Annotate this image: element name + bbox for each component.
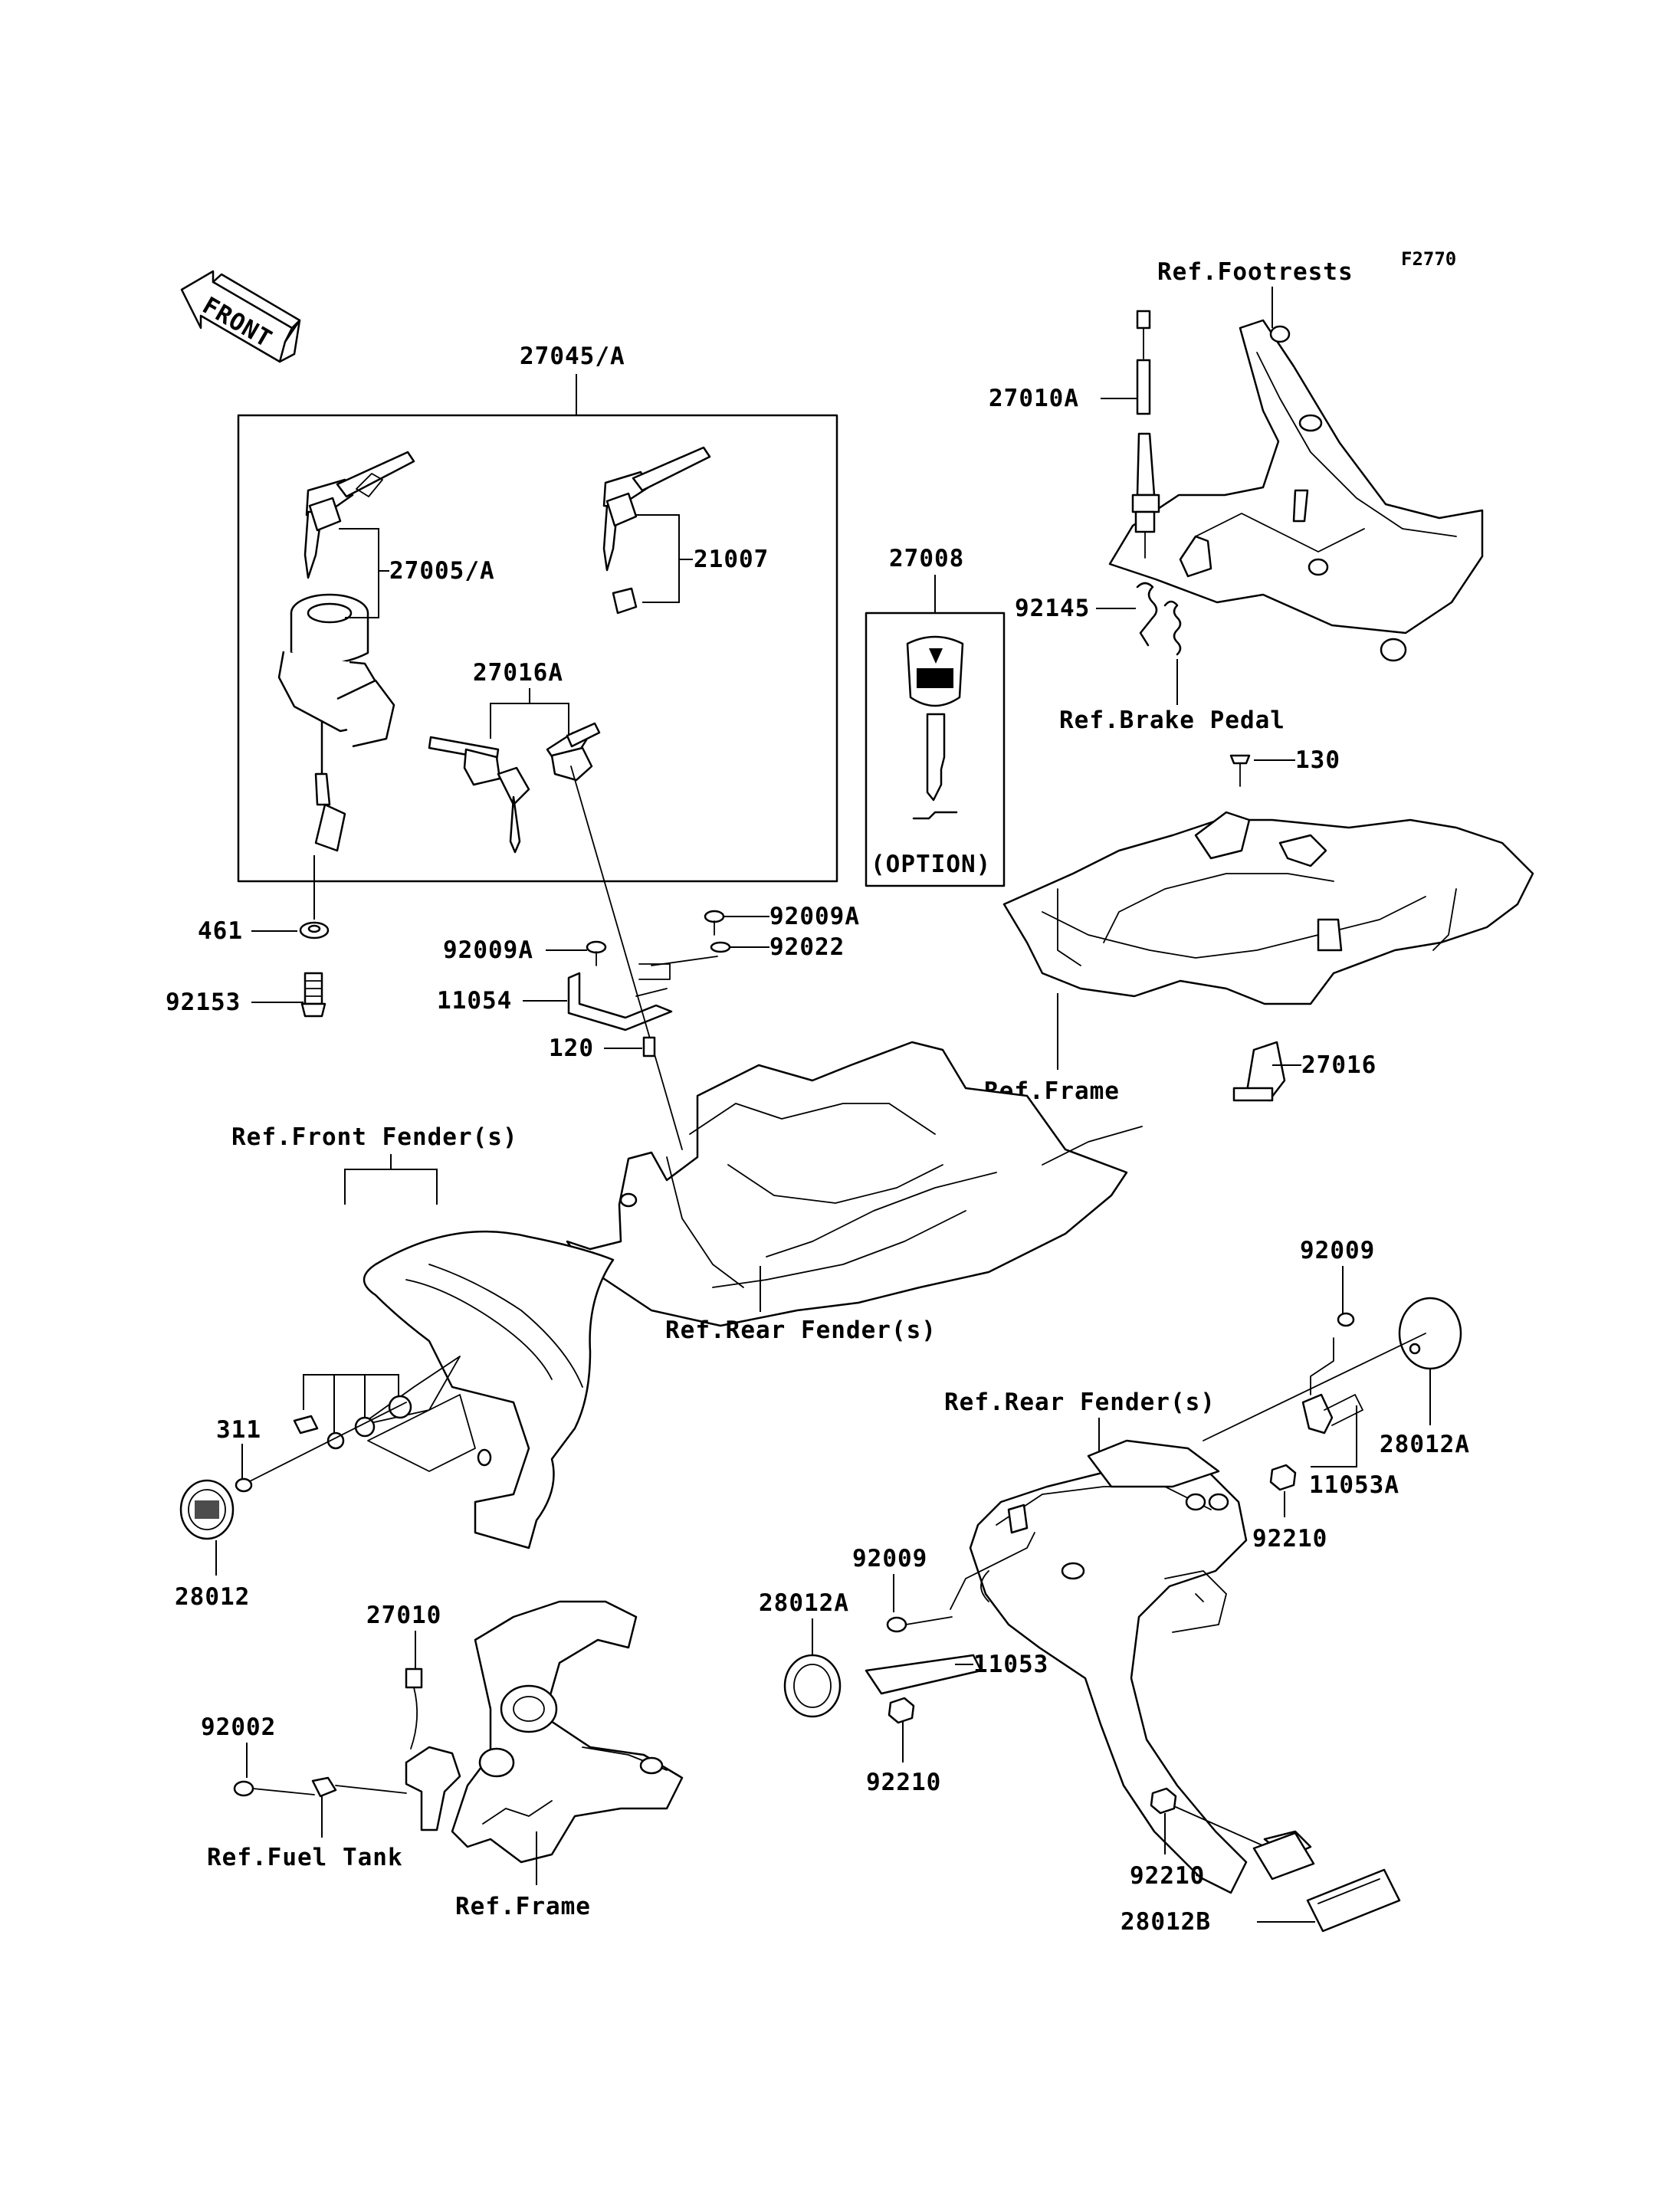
part-label-27008: 27008 xyxy=(889,545,964,572)
part-label-27010: 27010 xyxy=(366,1602,441,1629)
part-label-11053: 11053 xyxy=(973,1651,1048,1678)
bracket-11053a-icon xyxy=(1301,1337,1363,1435)
diagram-code: F2770 xyxy=(1401,248,1456,270)
part-label-92002: 92002 xyxy=(201,1713,276,1741)
screw-92009-right-icon xyxy=(1337,1312,1355,1327)
rear-frame-icon xyxy=(1002,811,1534,1005)
ref-frame-bottom: Ref.Frame xyxy=(455,1893,591,1920)
key-blank-set-icon xyxy=(602,446,711,615)
part-label-92009-left: 92009 xyxy=(852,1545,927,1572)
screw-92009-left-icon xyxy=(886,1616,953,1633)
part-label-130: 130 xyxy=(1295,746,1340,774)
screw-92009a-lower-icon xyxy=(586,940,607,966)
ignition-set-box xyxy=(237,374,838,883)
part-label-92210-right: 92210 xyxy=(1252,1525,1327,1553)
part-label-120: 120 xyxy=(549,1035,594,1062)
part-label-11054: 11054 xyxy=(437,987,512,1015)
part-label-92009-right: 92009 xyxy=(1300,1237,1375,1264)
part-label-92145: 92145 xyxy=(1015,595,1090,622)
seat-lock-27016-icon xyxy=(1232,1041,1286,1102)
ref-rear-fender-right: Ref.Rear Fender(s) xyxy=(944,1389,1216,1416)
ref-brake-pedal: Ref.Brake Pedal xyxy=(1059,707,1285,734)
part-label-28012b: 28012B xyxy=(1121,1908,1211,1936)
part-label-28012a-left: 28012A xyxy=(759,1589,849,1617)
washer-461-icon xyxy=(299,921,330,939)
front-arrow-icon: FRONT xyxy=(180,270,301,363)
screw-311-icon xyxy=(235,1477,253,1493)
grommet-set-icon xyxy=(293,1395,412,1450)
brake-switch-icon xyxy=(1131,310,1160,559)
key-set-icon xyxy=(304,451,415,579)
reflector-28012a-left-icon xyxy=(783,1654,842,1718)
seat-lock-key-icon xyxy=(428,722,601,854)
ref-front-fender: Ref.Front Fender(s) xyxy=(231,1123,518,1151)
ignition-switch-icon xyxy=(277,593,395,852)
part-label-92210-left: 92210 xyxy=(866,1769,941,1796)
bolt-92153-icon xyxy=(300,972,326,1018)
ref-rear-fender-center: Ref.Rear Fender(s) xyxy=(665,1317,937,1344)
reflector-28012b-icon xyxy=(1252,1831,1401,1933)
screw-92009a-upper-icon xyxy=(704,910,725,936)
bracket-11053-icon xyxy=(865,1532,1035,1695)
part-label-311: 311 xyxy=(216,1416,261,1444)
part-label-27010a: 27010A xyxy=(989,385,1079,412)
reflector-28012-icon xyxy=(179,1479,235,1540)
pin-120-icon xyxy=(642,1036,656,1058)
bracket-11054-icon xyxy=(567,963,673,1031)
part-label-27016a: 27016A xyxy=(473,659,563,687)
part-label-28012a-right: 28012A xyxy=(1380,1431,1470,1458)
part-label-92153: 92153 xyxy=(166,989,241,1016)
ref-footrests: Ref.Footrests xyxy=(1157,258,1354,286)
kawasaki-key-icon xyxy=(906,635,964,820)
footrest-bracket-icon xyxy=(1108,319,1484,662)
nut-92210-right-icon xyxy=(1269,1464,1297,1491)
part-label-27005a: 27005/A xyxy=(389,557,495,585)
bolt-130-icon xyxy=(1229,754,1251,787)
lower-frame-icon xyxy=(451,1600,684,1864)
part-label-27016: 27016 xyxy=(1301,1051,1376,1079)
nut-92022-icon xyxy=(710,941,731,953)
option-key-box xyxy=(865,575,1006,887)
spring-icon xyxy=(1136,582,1182,656)
part-label-461: 461 xyxy=(198,917,243,945)
part-label-92022: 92022 xyxy=(769,933,845,961)
part-label-11053a: 11053A xyxy=(1309,1471,1399,1499)
part-label-92009a-upper: 92009A xyxy=(769,903,860,930)
rear-fender-flap-icon xyxy=(969,1439,1312,1894)
option-note: (OPTION) xyxy=(871,851,991,878)
nut-92210-left-icon xyxy=(888,1697,915,1724)
nut-92210-bottom-icon xyxy=(1150,1787,1177,1815)
part-label-92210-bottom: 92210 xyxy=(1130,1862,1205,1890)
part-label-21007: 21007 xyxy=(694,546,769,573)
bolt-92002-icon xyxy=(233,1776,337,1798)
part-label-28012: 28012 xyxy=(175,1583,250,1611)
reflector-28012a-right-icon xyxy=(1398,1297,1462,1370)
ref-fuel-tank: Ref.Fuel Tank xyxy=(207,1844,403,1871)
sidestand-switch-icon xyxy=(405,1667,461,1831)
part-label-92009a-lower: 92009A xyxy=(443,936,533,964)
part-label-27045a: 27045/A xyxy=(520,343,625,370)
